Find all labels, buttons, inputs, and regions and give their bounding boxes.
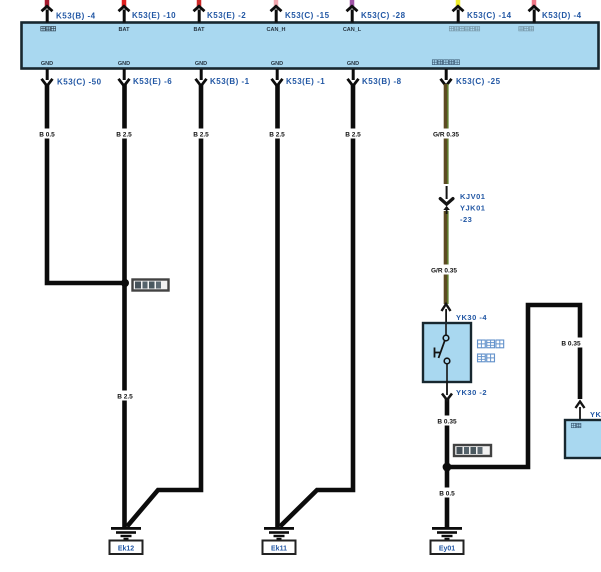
svg-text:Ey01: Ey01 <box>439 546 455 553</box>
svg-text:CAN_H: CAN_H <box>267 27 286 33</box>
svg-text:G/R 0.35: G/R 0.35 <box>433 132 459 139</box>
svg-text:BAT: BAT <box>194 27 206 33</box>
svg-text:CAN_L: CAN_L <box>343 27 362 33</box>
svg-text:K53(B) -1: K53(B) -1 <box>210 77 250 86</box>
svg-text:K53(C) -50: K53(C) -50 <box>57 78 102 87</box>
svg-text:YK30 -4: YK30 -4 <box>456 313 487 322</box>
svg-text:B 0.35: B 0.35 <box>437 419 457 426</box>
svg-text:GND: GND <box>347 61 359 67</box>
svg-text:B 0.35: B 0.35 <box>561 341 581 348</box>
svg-text:B 0.5: B 0.5 <box>39 132 55 139</box>
svg-text:Ek11: Ek11 <box>271 546 287 553</box>
svg-text:B 2.5: B 2.5 <box>117 394 133 401</box>
svg-text:GND: GND <box>118 61 130 67</box>
svg-text:Ek12: Ek12 <box>118 546 134 553</box>
svg-text:B 2.5: B 2.5 <box>116 132 132 139</box>
svg-text:B 2.5: B 2.5 <box>193 132 209 139</box>
svg-text:BAT: BAT <box>119 27 131 33</box>
svg-text:G/R 0.35: G/R 0.35 <box>431 268 457 275</box>
svg-text:K53(C) -25: K53(C) -25 <box>456 77 501 86</box>
svg-text:B 2.5: B 2.5 <box>269 132 285 139</box>
svg-text:GND: GND <box>195 61 207 67</box>
svg-text:B 2.5: B 2.5 <box>345 132 361 139</box>
svg-text:K53(E) -10: K53(E) -10 <box>132 11 176 20</box>
svg-text:KJV01: KJV01 <box>460 192 485 201</box>
svg-text:K53(C) -14: K53(C) -14 <box>467 11 512 20</box>
svg-text:K53(E) -2: K53(E) -2 <box>207 11 246 20</box>
svg-text:K53(B) -8: K53(B) -8 <box>362 77 402 86</box>
svg-text:YJK01: YJK01 <box>460 204 485 213</box>
svg-text:K53(D) -4: K53(D) -4 <box>542 11 582 20</box>
svg-text:GND: GND <box>271 61 283 67</box>
svg-text:GND: GND <box>41 61 53 67</box>
svg-text:K53(E) -6: K53(E) -6 <box>133 77 172 86</box>
svg-text:K53(B) -4: K53(B) -4 <box>56 12 96 21</box>
svg-text:YK3: YK3 <box>590 410 601 419</box>
svg-text:K53(E) -1: K53(E) -1 <box>286 77 325 86</box>
svg-text:B 0.5: B 0.5 <box>439 491 455 498</box>
svg-text:YK30 -2: YK30 -2 <box>456 388 487 397</box>
svg-text:K53(C) -28: K53(C) -28 <box>361 11 406 20</box>
svg-text:K53(C) -15: K53(C) -15 <box>285 11 330 20</box>
svg-text:-23: -23 <box>460 215 472 224</box>
